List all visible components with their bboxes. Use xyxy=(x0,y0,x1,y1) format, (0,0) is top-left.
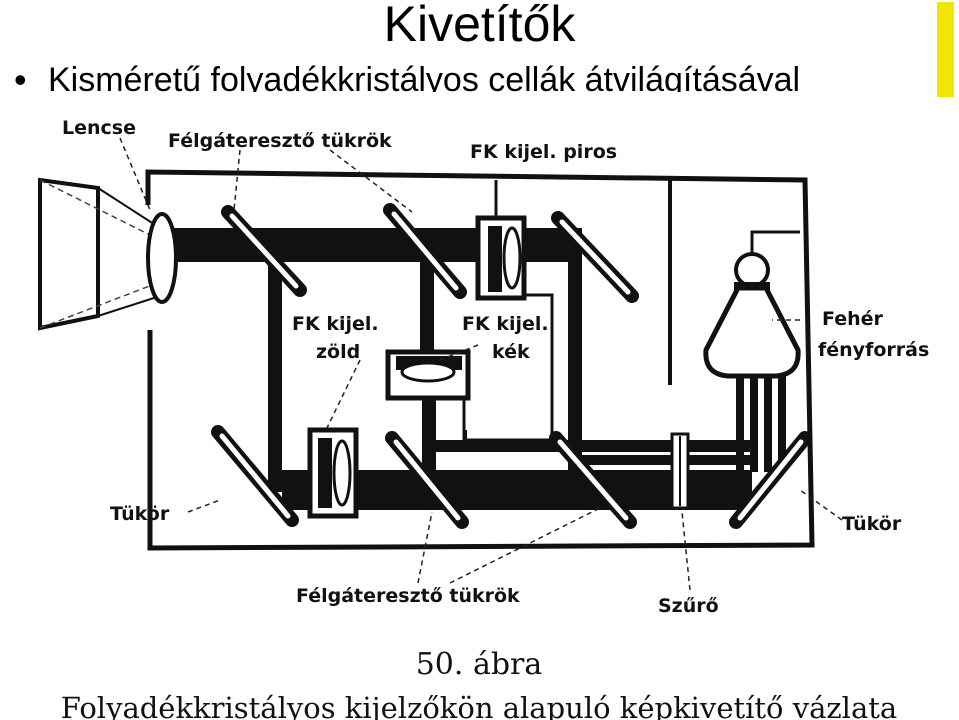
projector-diagram: Lencse Félgáteresztő tükrök FK kijel. pi… xyxy=(38,117,929,720)
label-lcd-blue-2: kék xyxy=(492,341,530,363)
slide-title: Kivetítők xyxy=(383,0,576,52)
projector-housing xyxy=(145,169,815,551)
lcd-red-panel xyxy=(475,215,527,301)
lcd-green-panel xyxy=(307,427,359,519)
white-light-source xyxy=(703,252,801,379)
figure-number: 50. ábra xyxy=(416,647,543,682)
label-lcd-green-2: zöld xyxy=(316,341,360,363)
figure-caption: Folyadékkristályos kijelzőkön alapuló ké… xyxy=(61,691,897,720)
accent-bar xyxy=(937,2,954,97)
projection-cone xyxy=(38,177,161,331)
label-lens: Lencse xyxy=(62,117,136,139)
label-white-source-2: fényforrás xyxy=(818,339,929,361)
label-half-mirrors-top: Félgáteresztő tükrök xyxy=(168,130,392,152)
label-mirror-left: Tükör xyxy=(110,503,170,525)
label-lcd-red: FK kijel. piros xyxy=(470,141,617,163)
bullet-text: Kisméretű folyadékkristályos cellák átvi… xyxy=(48,61,801,92)
label-white-source-1: Fehér xyxy=(822,308,884,330)
label-lcd-green-1: FK kijel. xyxy=(292,313,379,335)
bullet-dot: • xyxy=(14,59,27,100)
lens xyxy=(146,212,178,304)
lcd-blue-panel xyxy=(385,349,471,401)
leader-lines xyxy=(119,137,843,591)
label-lcd-blue-1: FK kijel. xyxy=(462,313,549,335)
label-mirror-right: Tükör xyxy=(842,513,902,535)
label-half-mirrors-bottom: Félgáteresztő tükrök xyxy=(296,585,520,607)
filter xyxy=(670,432,690,510)
light-beams xyxy=(162,180,786,510)
label-filter: Szűrő xyxy=(658,595,719,617)
